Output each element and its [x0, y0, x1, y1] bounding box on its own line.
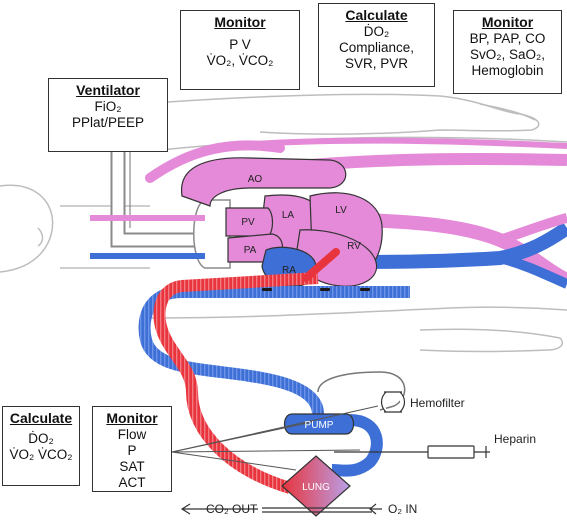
inferior-vena-cava: [359, 222, 567, 269]
label-la: LA: [282, 210, 295, 221]
descending-aorta: [359, 213, 567, 287]
label-pa: PA: [244, 245, 257, 256]
calculate-bottom-title: Calculate: [9, 410, 73, 426]
great-vessels: [90, 137, 567, 289]
monitor-top-line-2: V̇O₂, V̇CO₂: [206, 53, 274, 68]
monitor-right-box: Monitor BP, PAP, CO SvO₂, SaO₂, Hemoglob…: [453, 10, 562, 94]
ventilator-line-2: PPlat/PEEP: [71, 115, 145, 130]
monitor-top-title: Monitor: [214, 14, 266, 30]
pump: [283, 413, 355, 435]
calculate-bottom-box: Calculate ḊO₂ V̇O₂ V̇CO₂: [2, 406, 80, 486]
ventilator-box: Ventilator FiO₂ PPlat/PEEP: [48, 78, 168, 152]
monitor-right-title: Monitor: [481, 14, 534, 30]
calculate-top-box: Calculate ḊO₂ Compliance, SVR, PVR: [318, 3, 435, 87]
label-lung: LUNG: [302, 482, 330, 493]
monitor-bottom-box: Monitor Flow P SAT ACT: [92, 406, 172, 492]
drainage-cannula: [138, 286, 410, 415]
pump-to-lung-line: [331, 414, 383, 477]
vein-right-arm: [239, 137, 567, 149]
monitor-top-line-1: P V: [229, 37, 251, 52]
monitor-bottom-title: Monitor: [106, 410, 158, 426]
pointer-lines: [171, 405, 379, 471]
patient-neck: [60, 205, 150, 269]
label-lv: LV: [335, 205, 347, 216]
co2-out-arrow-icon: [180, 503, 258, 515]
ventilator-line-1: FiO₂: [94, 99, 122, 114]
hemofilter-icon: [380, 391, 406, 413]
o2-in-arrow-icon: [369, 503, 382, 515]
monitor-right-line-3: Hemoglobin: [471, 63, 544, 78]
label-ra: RA: [282, 265, 296, 276]
ventilator-tube: [110, 148, 205, 248]
patient-upper-arm: [167, 93, 540, 135]
patient-lower-arm: [419, 328, 564, 353]
label-o2-in: O₂ IN: [388, 502, 417, 516]
hemofilter-loop: [317, 371, 406, 411]
label-hemofilter: Hemofilter: [410, 396, 465, 410]
heparin-syringe-icon: [416, 445, 490, 459]
iliac-artery: [498, 213, 567, 245]
iliac-vein: [498, 253, 567, 289]
oxygenator: [281, 455, 351, 517]
monitor-right-line-1: BP, PAP, CO: [469, 31, 546, 46]
aortic-arch-vessel: [180, 157, 347, 207]
calculate-top-line-2: Compliance,: [338, 40, 415, 55]
patient-torso-bottom: [149, 306, 567, 319]
monitor-bottom-line-3: SAT: [119, 459, 145, 474]
ecmo-circuit: [138, 248, 490, 517]
calculate-top-title: Calculate: [345, 7, 408, 23]
cannula-side-holes: [262, 288, 370, 291]
monitor-bottom-line-1: Flow: [117, 427, 147, 442]
monitor-bottom-line-2: P: [127, 443, 137, 458]
monitor-right-line-2: SvO₂, SaO₂,: [469, 47, 545, 62]
return-cannula: [153, 272, 319, 494]
patient-face: [37, 227, 44, 247]
label-co2-out: CO₂ OUT: [206, 502, 258, 516]
monitor-top-box: Monitor P V V̇O₂, V̇CO₂: [180, 10, 300, 90]
calculate-top-line-3: SVR, PVR: [344, 56, 409, 71]
label-pv: PV: [241, 217, 255, 228]
calculate-top-line-1: ḊO₂: [363, 24, 390, 39]
calculate-bottom-line-1: ḊO₂: [28, 431, 54, 446]
return-cannula-tip: [302, 248, 340, 282]
patient-hand-top: [479, 103, 536, 121]
ventilator-title: Ventilator: [76, 82, 140, 98]
label-pump: PUMP: [305, 420, 334, 431]
patient-head: [0, 184, 54, 273]
label-rv: RV: [347, 241, 361, 252]
label-heparin: Heparin: [494, 432, 536, 446]
calculate-bottom-line-2: V̇O₂ V̇CO₂: [9, 447, 73, 462]
monitor-bottom-line-4: ACT: [118, 475, 146, 490]
label-ao: AO: [248, 174, 263, 185]
